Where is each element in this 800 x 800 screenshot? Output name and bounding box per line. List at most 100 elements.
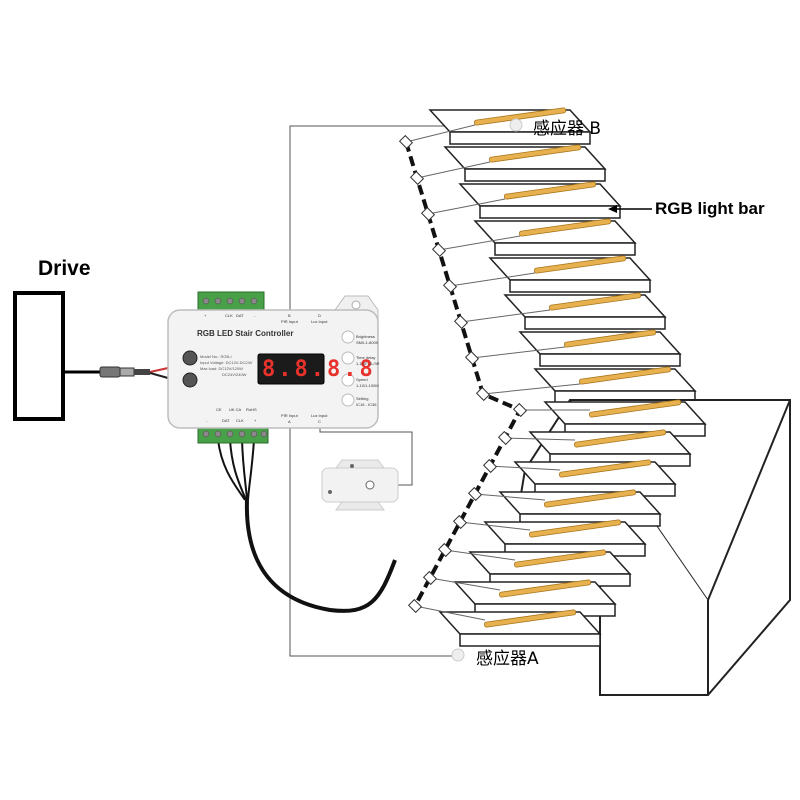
top-terminal-4: - bbox=[254, 313, 256, 318]
cert-rohs: RoHS bbox=[246, 407, 257, 412]
wire-connector bbox=[398, 134, 414, 150]
cert-ce: CE bbox=[216, 407, 222, 412]
port-pir-input-bottom: PIR Input bbox=[281, 413, 298, 418]
controller-title: RGB LED Stair Controller bbox=[197, 329, 294, 338]
sensor-a-dot bbox=[451, 648, 465, 662]
stair-controller bbox=[167, 291, 379, 444]
upper-step bbox=[488, 255, 652, 293]
rgb-light-bar bbox=[514, 549, 607, 568]
bottom-terminal-3: CLK bbox=[236, 418, 244, 423]
bottom-terminal-4: + bbox=[254, 418, 257, 423]
wire-connector bbox=[512, 402, 528, 418]
rgb-light-bar bbox=[544, 489, 637, 508]
wire-connector bbox=[431, 242, 447, 258]
rgb-light-bar bbox=[549, 292, 642, 311]
upper-step bbox=[458, 181, 622, 219]
rgb-light-bar bbox=[529, 519, 622, 538]
lower-step bbox=[528, 429, 692, 467]
controller-output-wires bbox=[217, 439, 397, 613]
bottom-terminal-1: - bbox=[206, 418, 208, 423]
sensor-b-label: 感应器 B bbox=[533, 119, 602, 139]
time-delay-button-sub: 1-1/1F-1L/3R bbox=[356, 361, 380, 366]
setting-button-label: Setting bbox=[356, 396, 369, 401]
controller-info-voltage: Input Voltage: DC12V-DC24V bbox=[200, 360, 253, 365]
upper-step bbox=[443, 144, 607, 182]
rgb-light-bar bbox=[499, 579, 592, 598]
lower-step bbox=[453, 579, 617, 617]
upper-step bbox=[503, 292, 667, 330]
strip-lead bbox=[460, 309, 551, 323]
port-d: D bbox=[318, 313, 321, 318]
port-c: C bbox=[318, 419, 321, 424]
controller-info-model: Model No.: RGB-I bbox=[200, 354, 232, 359]
upper-step bbox=[518, 329, 682, 367]
upper-step bbox=[533, 366, 697, 404]
cert-ukca: UK CA bbox=[229, 407, 242, 412]
time-delay-button-label: Time delay bbox=[356, 355, 376, 360]
rgb-light-bar bbox=[484, 609, 577, 628]
port-lux-input-top: Lux Input bbox=[311, 319, 328, 324]
rgb-light-bar bbox=[519, 218, 612, 237]
port-a: A bbox=[288, 419, 291, 424]
strip-lead bbox=[459, 521, 531, 531]
wire-connector bbox=[442, 278, 458, 294]
rgb-light-bar bbox=[564, 329, 657, 348]
rgb-light-bar bbox=[559, 459, 652, 478]
sensor-b-dot bbox=[509, 118, 523, 132]
setting-button-sub: IC16 - IC36 bbox=[356, 402, 377, 407]
strip-lead bbox=[438, 235, 521, 251]
wire-connector bbox=[407, 598, 423, 614]
lower-flight-stairs bbox=[438, 399, 707, 647]
wire-connector bbox=[497, 430, 513, 446]
wire-connector bbox=[452, 514, 468, 530]
brightness-button-sub: SM0-1-8009 bbox=[356, 340, 379, 345]
strip-lead bbox=[416, 161, 491, 179]
strip-lead bbox=[474, 493, 546, 501]
strip-lead bbox=[405, 124, 476, 143]
strip-lead bbox=[429, 577, 501, 591]
dc-connector bbox=[99, 366, 169, 379]
port-b: B bbox=[288, 313, 291, 318]
strip-lead bbox=[427, 198, 506, 215]
lower-step bbox=[468, 549, 632, 587]
wire-trunk bbox=[398, 124, 590, 621]
port-lux-input-bottom: Lux Input bbox=[311, 413, 328, 418]
wire-connector bbox=[467, 486, 483, 502]
sensor-wiring bbox=[289, 125, 510, 657]
drive-box bbox=[13, 291, 65, 421]
lower-step bbox=[543, 399, 707, 437]
speed-button-sub: 1-10/1-100M bbox=[356, 383, 379, 388]
top-terminal-1: + bbox=[204, 313, 207, 318]
lower-step bbox=[438, 609, 602, 647]
bottom-terminal-2: DAT bbox=[222, 418, 230, 423]
sensor-a-label: 感应器A bbox=[476, 649, 539, 669]
brightness-button-label: Brightness bbox=[356, 334, 375, 339]
wire-connector bbox=[409, 170, 425, 186]
wire-connector bbox=[482, 458, 498, 474]
strip-lead bbox=[471, 346, 566, 359]
lower-step bbox=[498, 489, 662, 527]
rgb-light-bar bbox=[474, 107, 567, 126]
port-pir-input-top: PIR Input bbox=[281, 319, 298, 324]
rgb-light-bar-label: RGB light bar bbox=[655, 199, 765, 218]
controller-display: 8.8.8.8 bbox=[262, 357, 376, 382]
rgb-light-bar bbox=[574, 429, 667, 448]
upper-step bbox=[473, 218, 637, 256]
strip-lead bbox=[504, 437, 576, 441]
top-terminal-2: CLK bbox=[225, 313, 233, 318]
rgb-light-bar bbox=[489, 144, 582, 163]
wire-connector bbox=[453, 314, 469, 330]
rgb-light-bar-arrow bbox=[608, 205, 652, 213]
strip-lead bbox=[444, 549, 516, 561]
wire-connector bbox=[422, 570, 438, 586]
controller-info-load2: DC24V/240W bbox=[222, 372, 247, 377]
lux-sensor-module bbox=[321, 459, 399, 511]
wire-connector bbox=[437, 542, 453, 558]
lower-step bbox=[513, 459, 677, 497]
controller-info-load: Max load: DC12V/120W bbox=[200, 366, 243, 371]
speed-button-label: Speed bbox=[356, 377, 368, 382]
rgb-light-bar bbox=[534, 255, 627, 274]
rgb-light-bar bbox=[504, 181, 597, 200]
drive-label: Drive bbox=[38, 257, 91, 280]
